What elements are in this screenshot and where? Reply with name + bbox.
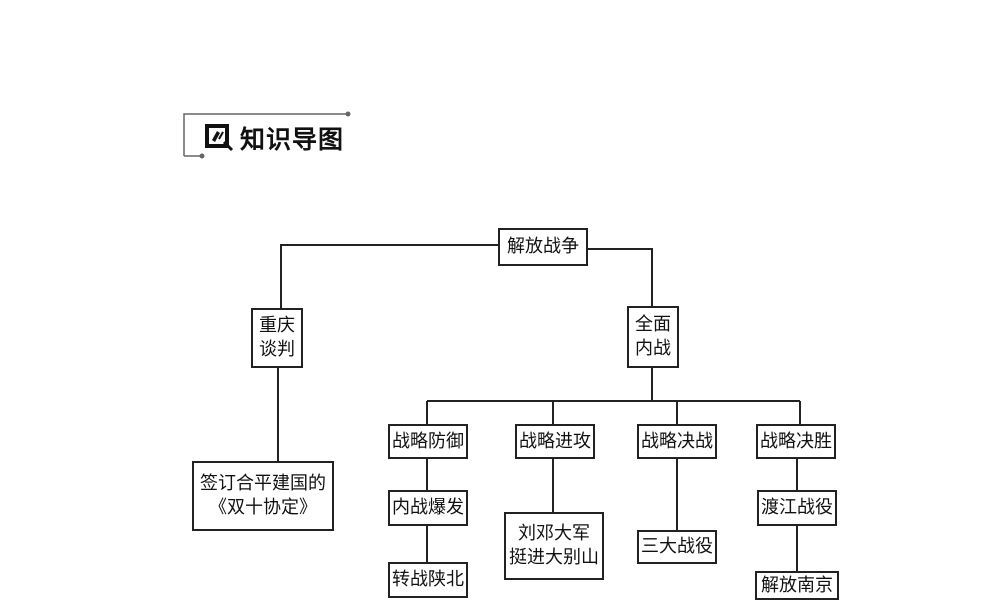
header-frame — [183, 111, 351, 159]
connector-root-right — [588, 248, 653, 308]
node-chongqing-talks: 重庆 谈判 — [251, 308, 303, 368]
header-title: 知识导图 — [240, 125, 345, 154]
node-shaanbei-campaign: 转战陕北 — [388, 562, 468, 598]
section-header: 知识导图 — [182, 111, 360, 160]
root-node: 解放战争 — [498, 228, 588, 266]
node-strategic-decisive: 战略决战 — [637, 424, 717, 459]
node-three-campaigns: 三大战役 — [637, 530, 717, 564]
node-strategic-victory: 战略决胜 — [756, 424, 836, 459]
connector-root-left — [280, 244, 498, 310]
book-pen-icon — [205, 124, 234, 152]
node-yangtze-crossing: 渡江战役 — [757, 490, 837, 526]
node-civil-war-outbreak: 内战爆发 — [388, 490, 468, 526]
node-full-civil-war: 全面 内战 — [627, 306, 679, 368]
node-double-tenth-agreement: 签订合平建国的 《双十协定》 — [192, 461, 334, 531]
node-dabie-mountain-advance: 刘邓大军 挺进大别山 — [504, 512, 604, 580]
node-strategic-offense: 战略进攻 — [515, 424, 595, 459]
node-strategic-defense: 战略防御 — [388, 424, 468, 459]
node-nanjing-liberation: 解放南京 — [755, 571, 839, 600]
